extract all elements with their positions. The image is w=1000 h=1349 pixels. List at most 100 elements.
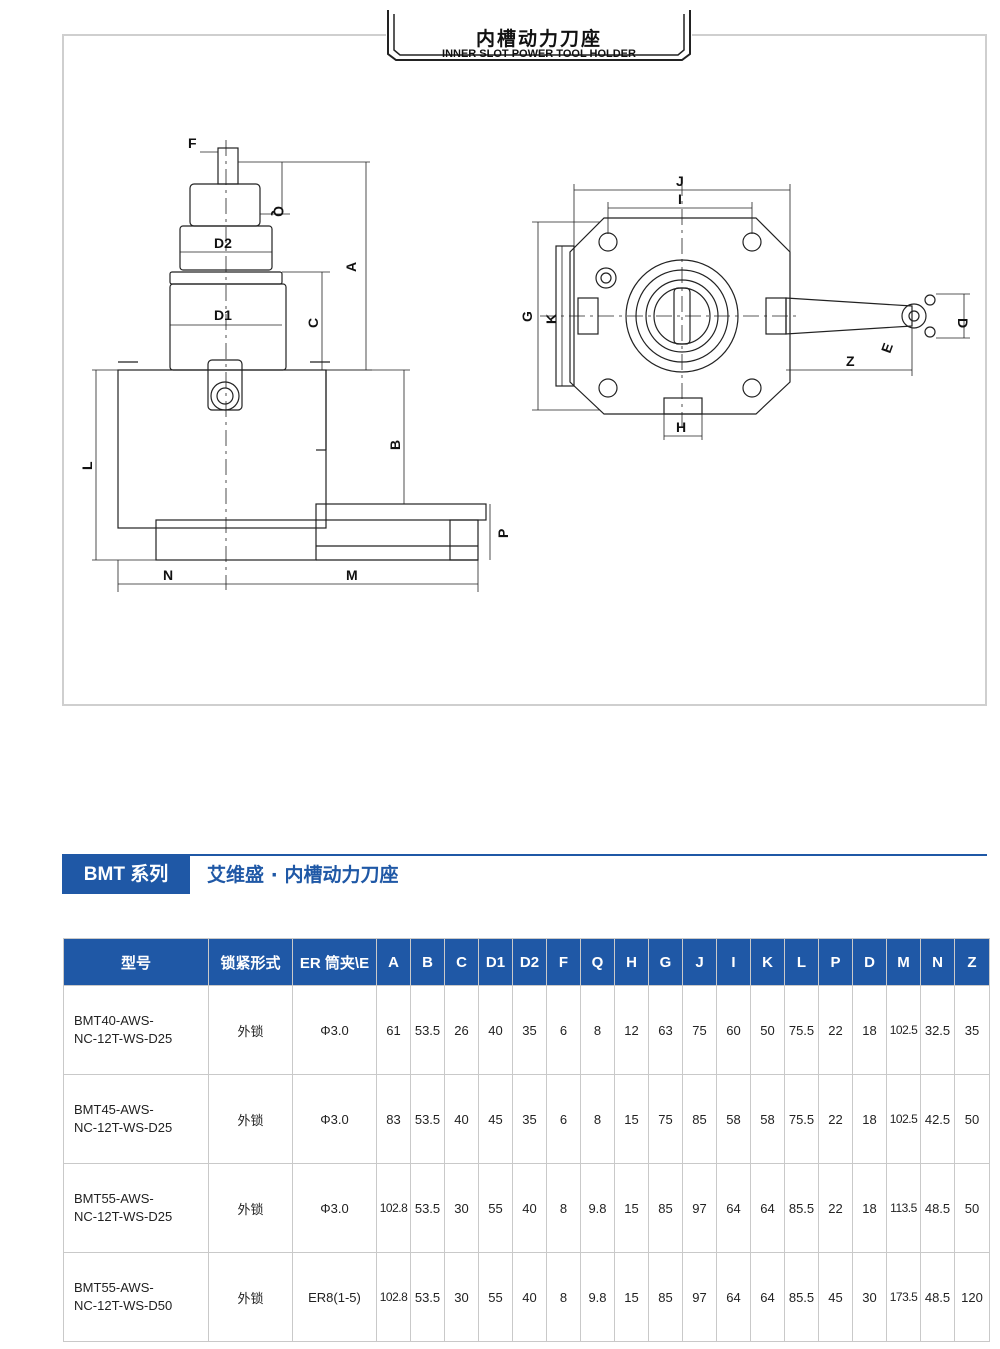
model-cell: BMT45-AWS- NC-12T-WS-D25 xyxy=(63,1074,209,1164)
dim-label-C: C xyxy=(305,318,321,328)
dim-label-J: J xyxy=(676,173,684,189)
cell-a: 61 xyxy=(376,985,411,1075)
page-title-en: INNER SLOT POWER TOOL HOLDER xyxy=(442,48,636,60)
dim-label-D1: D1 xyxy=(214,307,232,323)
model-line-2: NC-12T-WS-D25 xyxy=(74,1031,173,1046)
model-line-2: NC-12T-WS-D25 xyxy=(74,1120,173,1135)
cell-m: 102.5 xyxy=(886,985,921,1075)
dim-label-N: N xyxy=(163,567,173,583)
spindle-nut xyxy=(189,183,261,227)
col-header: D xyxy=(852,938,887,986)
col-header: D1 xyxy=(478,938,513,986)
dim-label-A: A xyxy=(343,262,359,272)
cell-d2: 35 xyxy=(512,985,547,1075)
model-line-1: BMT55-AWS- xyxy=(74,1191,154,1206)
col-header: Q xyxy=(580,938,615,986)
model-line-1: BMT40-AWS- xyxy=(74,1013,154,1028)
section-title: 艾维盛 · 内槽动力刀座 xyxy=(207,864,399,886)
cell-p: 45 xyxy=(818,1252,853,1342)
col-header: J xyxy=(682,938,717,986)
cell-g: 85 xyxy=(648,1252,683,1342)
model-line-2: NC-12T-WS-D25 xyxy=(74,1209,173,1224)
cell-b: 53.5 xyxy=(410,985,445,1075)
cell-f: 8 xyxy=(546,1252,581,1342)
cell-a: 102.8 xyxy=(376,1163,411,1253)
cell-p: 22 xyxy=(818,1163,853,1253)
dim-label-M: M xyxy=(346,567,358,583)
cell-d1: 40 xyxy=(478,985,513,1075)
cell-h: 15 xyxy=(614,1074,649,1164)
col-header: K xyxy=(750,938,785,986)
cell-c: 30 xyxy=(444,1163,479,1253)
tail-top xyxy=(315,503,487,521)
series-badge: BMT 系列 xyxy=(62,856,190,894)
cell-q: 9.8 xyxy=(580,1252,615,1342)
cell-d: 30 xyxy=(852,1252,887,1342)
cell-k: 58 xyxy=(750,1074,785,1164)
spec-table: 型号 锁紧形式 ER 筒夹\E A B C D1 D2 F Q H G J I … xyxy=(63,938,990,1342)
dim-label-K: K xyxy=(543,314,559,324)
col-header: H xyxy=(614,938,649,986)
dim-label-P: P xyxy=(495,529,511,538)
cell-j: 97 xyxy=(682,1252,717,1342)
bottom-key xyxy=(663,397,703,415)
dim-label-D2: D2 xyxy=(214,235,232,251)
col-header: 锁紧形式 xyxy=(208,938,293,986)
model-cell: BMT40-AWS- NC-12T-WS-D25 xyxy=(63,985,209,1075)
technical-drawing: F Q A D2 D1 C B L P N M J I G K D E Z H xyxy=(79,135,971,592)
lock-type-cell: 外锁 xyxy=(208,1074,293,1164)
cell-n: 48.5 xyxy=(920,1252,955,1342)
cell-j: 75 xyxy=(682,985,717,1075)
cell-h: 15 xyxy=(614,1163,649,1253)
page-title-cn: 内槽动力刀座 xyxy=(475,28,602,50)
lock-type-cell: 外锁 xyxy=(208,1163,293,1253)
dim-label-D: D xyxy=(955,318,971,328)
body-d1 xyxy=(169,283,287,371)
cell-z: 50 xyxy=(954,1163,990,1253)
cell-c: 26 xyxy=(444,985,479,1075)
cell-d1: 55 xyxy=(478,1252,513,1342)
model-line-1: BMT45-AWS- xyxy=(74,1102,154,1117)
bolt-hole-tl xyxy=(598,232,618,252)
cell-b: 53.5 xyxy=(410,1074,445,1164)
cell-k: 64 xyxy=(750,1163,785,1253)
cell-c: 40 xyxy=(444,1074,479,1164)
main-block xyxy=(117,369,327,529)
cell-a: 102.8 xyxy=(376,1252,411,1342)
cell-d1: 55 xyxy=(478,1163,513,1253)
cell-i: 58 xyxy=(716,1074,751,1164)
front-plate xyxy=(569,217,791,415)
model-line-1: BMT55-AWS- xyxy=(74,1280,154,1295)
model-line-2: NC-12T-WS-D50 xyxy=(74,1298,173,1313)
spindle-tip xyxy=(217,147,239,185)
col-header: Z xyxy=(954,938,990,986)
cell-m: 113.5 xyxy=(886,1163,921,1253)
cell-d2: 40 xyxy=(512,1163,547,1253)
bolt-hole-bl xyxy=(598,378,618,398)
dim-label-L: L xyxy=(79,461,95,470)
cell-m: 102.5 xyxy=(886,1074,921,1164)
cell-z: 35 xyxy=(954,985,990,1075)
cell-z: 50 xyxy=(954,1074,990,1164)
cell-f: 6 xyxy=(546,1074,581,1164)
cell-i: 64 xyxy=(716,1252,751,1342)
cell-q: 8 xyxy=(580,1074,615,1164)
title-tab-border xyxy=(387,10,691,61)
table-header-row: 型号 锁紧形式 ER 筒夹\E A B C D1 D2 F Q H G J I … xyxy=(63,938,990,986)
base-plate xyxy=(155,519,317,561)
dim-label-E: E xyxy=(878,341,896,355)
dim-label-Q: Q xyxy=(271,206,287,217)
wrench-head xyxy=(901,303,927,329)
cell-l: 75.5 xyxy=(784,1074,819,1164)
dim-label-F: F xyxy=(188,135,197,151)
col-header: L xyxy=(784,938,819,986)
cell-g: 85 xyxy=(648,1163,683,1253)
cell-h: 12 xyxy=(614,985,649,1075)
cell-n: 32.5 xyxy=(920,985,955,1075)
locator-hole xyxy=(595,267,617,289)
cell-n: 48.5 xyxy=(920,1163,955,1253)
er-collet-cell: ER8(1-5) xyxy=(292,1252,377,1342)
cell-d: 18 xyxy=(852,1074,887,1164)
